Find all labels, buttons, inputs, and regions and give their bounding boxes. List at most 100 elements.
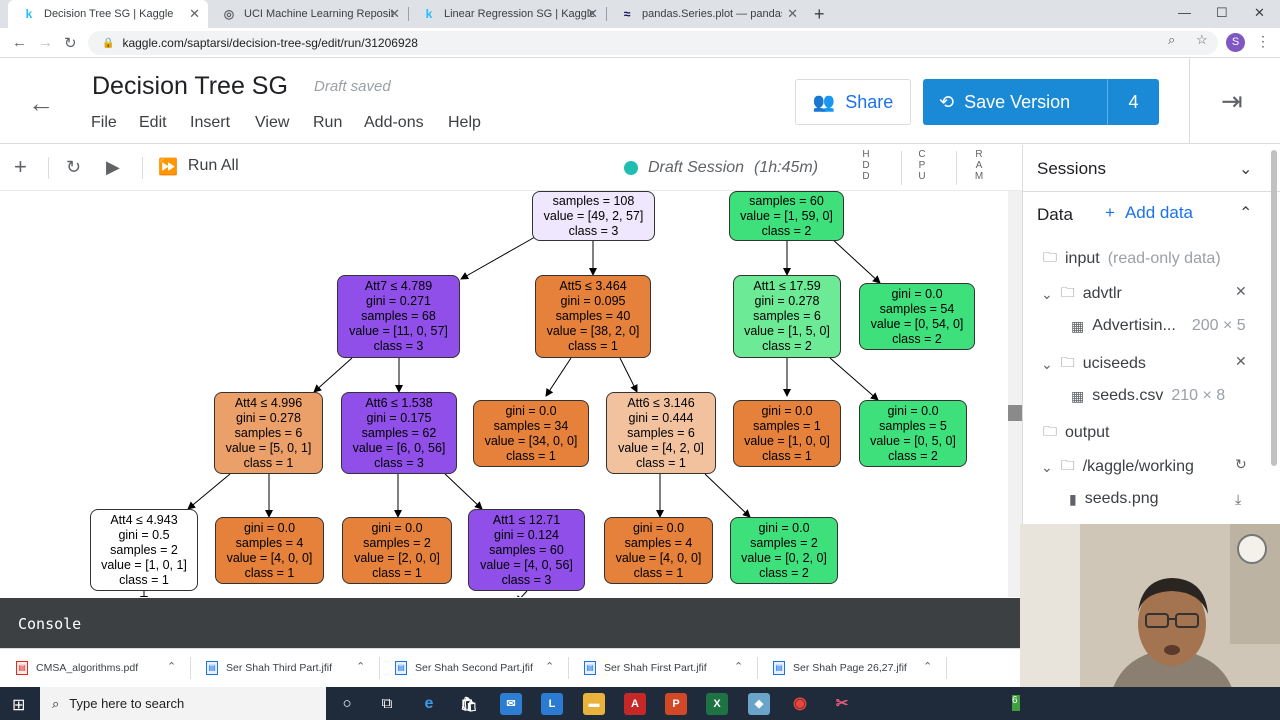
browser-tab[interactable]: ◎ UCI Machine Learning Repository ✕ (208, 0, 408, 28)
download-item[interactable]: ▤ Ser Shah Third Part.jfif (206, 661, 332, 675)
maximize-icon[interactable]: ☐ (1216, 5, 1228, 20)
download-item[interactable]: ▤ Ser Shah Second Part.jfif (395, 661, 533, 675)
tree-node-line: samples = 68 (361, 309, 436, 323)
close-tab-icon[interactable]: ✕ (587, 6, 598, 21)
bookmark-star-icon[interactable]: ☆ (1196, 32, 1208, 47)
close-tab-icon[interactable]: ✕ (189, 6, 200, 21)
download-name: CMSA_algorithms.pdf (36, 662, 139, 674)
notebook-scrollbar[interactable] (1008, 191, 1022, 597)
sidebar-scrollbar[interactable] (1271, 150, 1277, 466)
download-item[interactable]: ▤ Ser Shah Page 26,27.jfif (773, 661, 907, 675)
new-tab-plus-icon[interactable]: + (814, 4, 825, 24)
app-l-icon[interactable]: L (541, 693, 563, 715)
tree-node-line: value = [1, 59, 0] (740, 208, 833, 223)
download-item[interactable]: ▤ CMSA_algorithms.pdf (16, 661, 138, 675)
refresh-icon[interactable]: ↻ (1235, 456, 1247, 472)
chrome-icon[interactable]: ◉ (789, 693, 811, 715)
share-button[interactable]: 👥 Share (795, 79, 911, 125)
close-tab-icon[interactable]: ✕ (389, 6, 400, 21)
chevron-up-icon[interactable]: ⌃ (923, 661, 933, 673)
minimize-icon[interactable]: — (1178, 5, 1191, 20)
input-folder[interactable]: 🗀 input (read-only data) (1043, 247, 1221, 271)
menu-insert[interactable]: Insert (190, 114, 231, 131)
forward-icon[interactable]: → (38, 34, 53, 51)
file-explorer-icon[interactable]: ▬ (583, 693, 605, 715)
add-cell-plus-icon[interactable]: + (14, 154, 27, 179)
version-count[interactable]: 4 (1128, 91, 1139, 112)
tree-node-line: class = 3 (501, 572, 552, 587)
chevron-up-icon[interactable]: ⌃ (734, 661, 744, 673)
remove-dataset-icon[interactable]: ✕ (1235, 283, 1247, 299)
chevron-down-icon[interactable]: ⌄ (1041, 458, 1053, 475)
store-icon[interactable]: 🛍 (458, 693, 480, 715)
chevron-up-icon[interactable]: ⌃ (1239, 205, 1253, 222)
tree-node-line: Att6 ≤ 1.538 (365, 395, 433, 410)
acrobat-icon[interactable]: A (624, 693, 646, 715)
download-item[interactable]: ▤ Ser Shah First Part.jfif (584, 661, 707, 675)
taskbar-search-input[interactable]: ⌕ Type here to search (40, 687, 326, 720)
tree-edge (515, 590, 528, 597)
dataset-file[interactable]: ▦ seeds.csv 210 × 8 (1071, 387, 1225, 405)
save-version-button[interactable]: ⟲ Save Version 4 (923, 79, 1159, 125)
back-arrow-icon[interactable]: ← (28, 88, 54, 118)
console-panel[interactable]: Console (0, 598, 1020, 648)
menu-edit[interactable]: Edit (139, 114, 167, 131)
dataset-folder[interactable]: ⌄ 🗀 advtlr (1041, 282, 1122, 306)
cortana-icon[interactable]: ○ (342, 695, 352, 712)
draft-session-status[interactable]: Draft Session (1h:45m) (624, 159, 818, 177)
download-icon[interactable]: ⤓ (1235, 491, 1242, 507)
remove-dataset-icon[interactable]: ✕ (1235, 353, 1247, 369)
run-cell-play-icon[interactable]: ▶ (106, 157, 120, 177)
window-close-icon[interactable]: ✕ (1254, 5, 1265, 20)
close-tab-icon[interactable]: ✕ (787, 6, 798, 21)
scrollbar-thumb[interactable] (1008, 405, 1022, 421)
windows-start-icon[interactable]: ⊞ (12, 697, 26, 714)
browser-tab-title: pandas.Series.plot — pandas 0.2 (642, 8, 782, 20)
browser-tab[interactable]: k Decision Tree SG | Kaggle ✕ (8, 0, 208, 28)
restart-icon[interactable]: ↻ (66, 157, 82, 177)
powerpoint-icon[interactable]: P (665, 693, 687, 715)
file-dims: 210 × 8 (1171, 387, 1226, 404)
snipping-tool-icon[interactable]: ✂ (831, 693, 853, 715)
mail-icon[interactable]: ✉ (500, 693, 522, 715)
menu-view[interactable]: View (255, 114, 290, 131)
browser-address-bar: ← → ↻ 🔒 kaggle.com/saptarsi/decision-tre… (0, 28, 1280, 58)
notebook-toolbar: + ↻ ▶ ⏩ Run All Draft Session (1h:45m) H… (0, 145, 1022, 191)
run-all-button[interactable]: ⏩ Run All (158, 157, 239, 177)
add-data-button[interactable]: + Add data (1105, 203, 1193, 223)
zoom-icon[interactable]: ⌕ (1168, 32, 1176, 47)
dataset-file[interactable]: ▦ Advertisin... 200 × 5 (1071, 317, 1246, 335)
url-field[interactable]: 🔒 kaggle.com/saptarsi/decision-tree-sg/e… (88, 31, 1218, 55)
menu-add-ons[interactable]: Add-ons (364, 114, 424, 131)
app-icon[interactable]: ◆ (748, 693, 770, 715)
tree-edge (704, 473, 751, 518)
menu-file[interactable]: File (91, 114, 117, 131)
chevron-up-icon[interactable]: ⌃ (167, 661, 177, 673)
sessions-heading[interactable]: Sessions (1037, 159, 1106, 178)
menu-help[interactable]: Help (448, 114, 481, 131)
chevron-up-icon[interactable]: ⌃ (356, 661, 366, 673)
chevron-down-icon[interactable]: ⌄ (1041, 285, 1053, 302)
excel-icon[interactable]: X (706, 693, 728, 715)
browser-tab[interactable]: k Linear Regression SG | Kaggle ✕ (408, 0, 606, 28)
browser-tab[interactable]: ≈ pandas.Series.plot — pandas 0.2 ✕ (606, 0, 806, 28)
edge-icon[interactable]: e (418, 693, 440, 715)
browser-menu-icon[interactable]: ⋮ (1256, 33, 1270, 49)
menu-run[interactable]: Run (313, 114, 343, 131)
task-view-icon[interactable]: ⧉ (381, 695, 393, 712)
chevron-down-icon[interactable]: ⌄ (1041, 355, 1053, 372)
output-file[interactable]: ▮ seeds.png (1069, 490, 1159, 508)
tray-badge[interactable]: 6 (1012, 695, 1020, 711)
working-folder[interactable]: ⌄ 🗀 /kaggle/working (1041, 455, 1194, 479)
chevron-up-icon[interactable]: ⌃ (545, 661, 555, 673)
collapse-panel-icon[interactable]: ⇥ (1221, 86, 1243, 116)
reload-icon[interactable]: ↻ (64, 35, 77, 52)
profile-avatar[interactable]: S (1226, 33, 1245, 52)
chevron-down-icon[interactable]: ⌄ (1239, 161, 1253, 178)
back-icon[interactable]: ← (12, 34, 27, 51)
tree-node-line: class = 3 (374, 455, 424, 470)
notebook-title[interactable]: Decision Tree SG (92, 72, 288, 100)
dataset-folder[interactable]: ⌄ 🗀 uciseeds (1041, 352, 1146, 376)
output-folder[interactable]: 🗀 output (1043, 421, 1109, 445)
